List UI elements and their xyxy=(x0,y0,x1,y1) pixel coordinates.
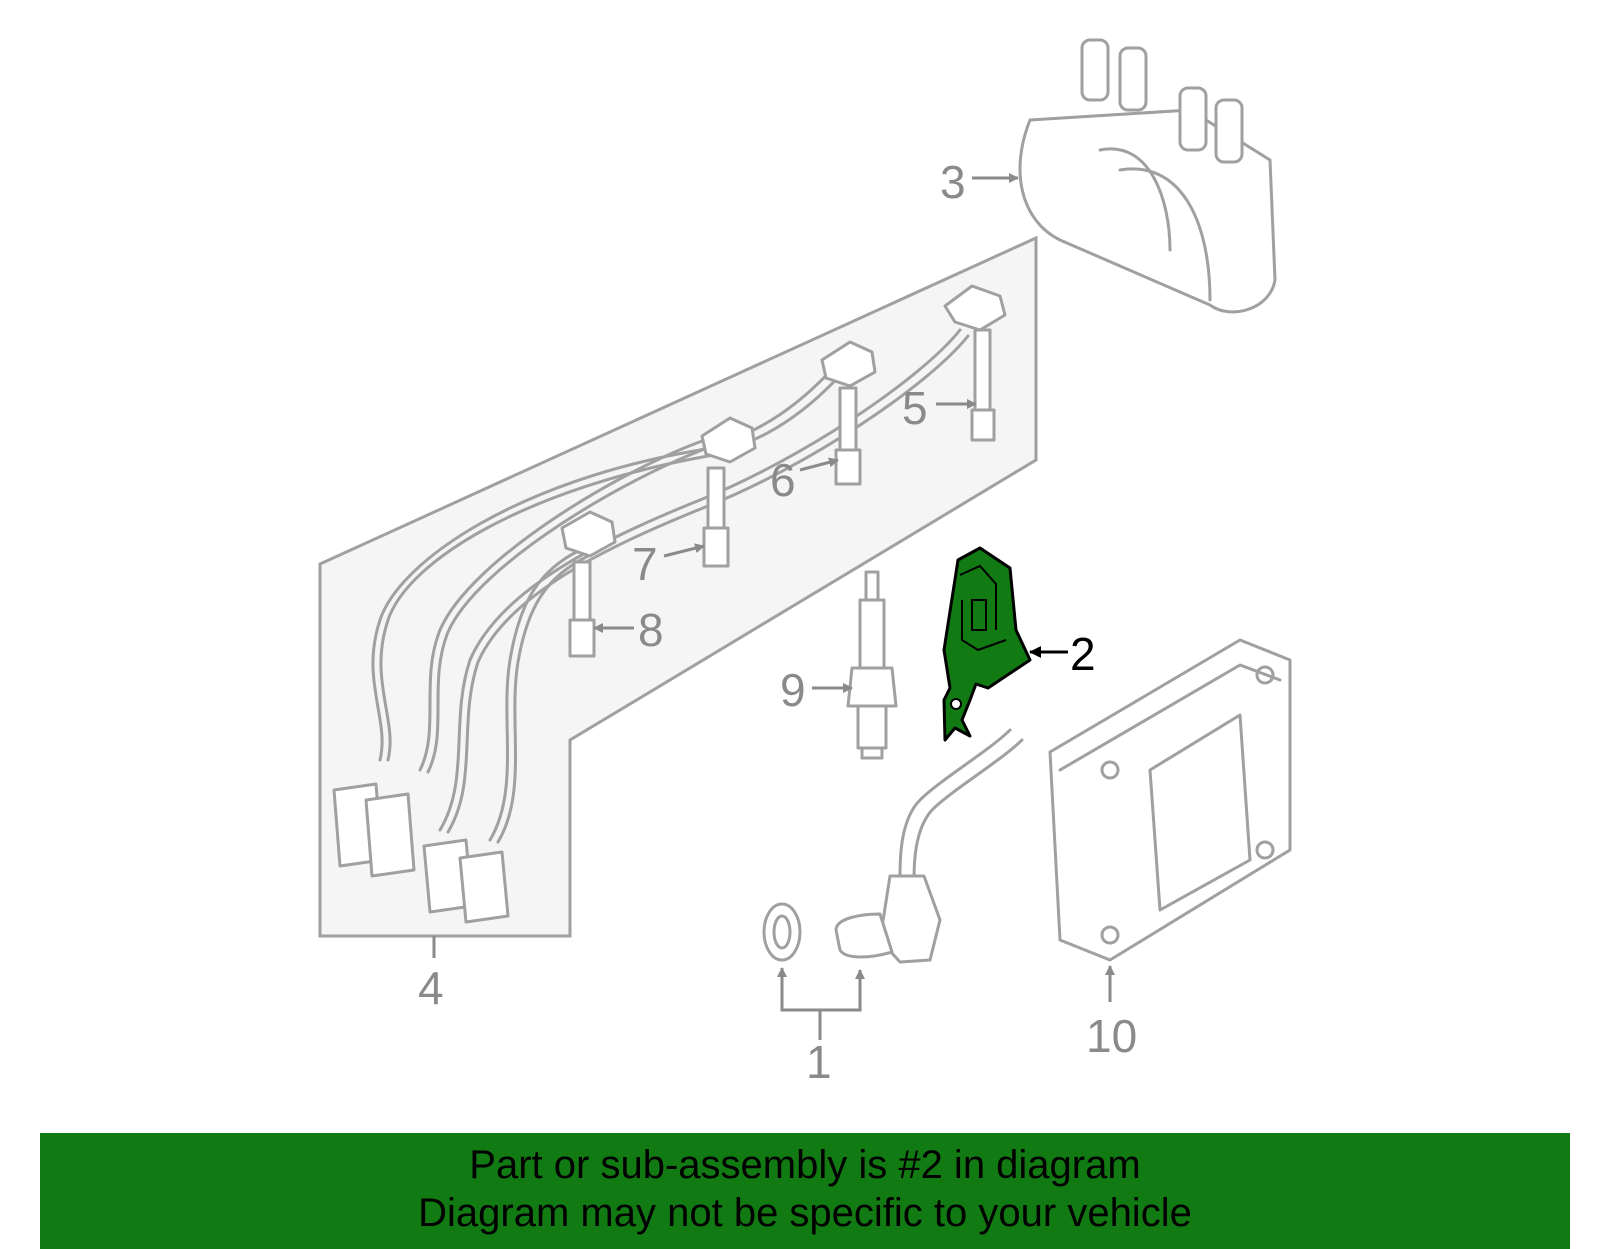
callout-6: 6 xyxy=(770,454,839,506)
info-banner: Part or sub-assembly is #2 in diagram Di… xyxy=(40,1133,1570,1249)
ignition-control-module xyxy=(1048,638,1292,962)
parts-diagram: 1 2 3 4 5 6 7 8 9 10 xyxy=(318,38,1292,1088)
banner-line-1: Part or sub-assembly is #2 in diagram xyxy=(469,1143,1141,1187)
callout-7: 7 xyxy=(632,538,705,590)
callout-1: 1 xyxy=(777,967,865,1088)
callout-label-7: 7 xyxy=(632,538,658,590)
callout-label-4: 4 xyxy=(418,962,444,1014)
callout-8: 8 xyxy=(593,604,664,656)
callout-2: 2 xyxy=(1029,628,1096,680)
callout-label-1: 1 xyxy=(806,1036,832,1088)
highlighted-part-2 xyxy=(942,546,1032,742)
ignition-wire-set xyxy=(318,235,1038,938)
callout-label-2: 2 xyxy=(1070,628,1096,680)
banner-line-2: Diagram may not be specific to your vehi… xyxy=(418,1191,1192,1235)
callout-3: 3 xyxy=(940,156,1019,208)
callout-label-9: 9 xyxy=(780,664,806,716)
callout-label-6: 6 xyxy=(770,454,796,506)
callout-4: 4 xyxy=(418,936,444,1014)
crankshaft-position-sensor xyxy=(762,728,1024,964)
callout-label-5: 5 xyxy=(902,382,928,434)
callout-9: 9 xyxy=(780,664,853,716)
callout-10: 10 xyxy=(1086,965,1137,1062)
ignition-coil xyxy=(1018,38,1277,314)
spark-plug xyxy=(846,570,898,760)
callout-5: 5 xyxy=(902,382,977,434)
callout-label-10: 10 xyxy=(1086,1010,1137,1062)
callout-label-3: 3 xyxy=(940,156,966,208)
callout-label-8: 8 xyxy=(638,604,664,656)
